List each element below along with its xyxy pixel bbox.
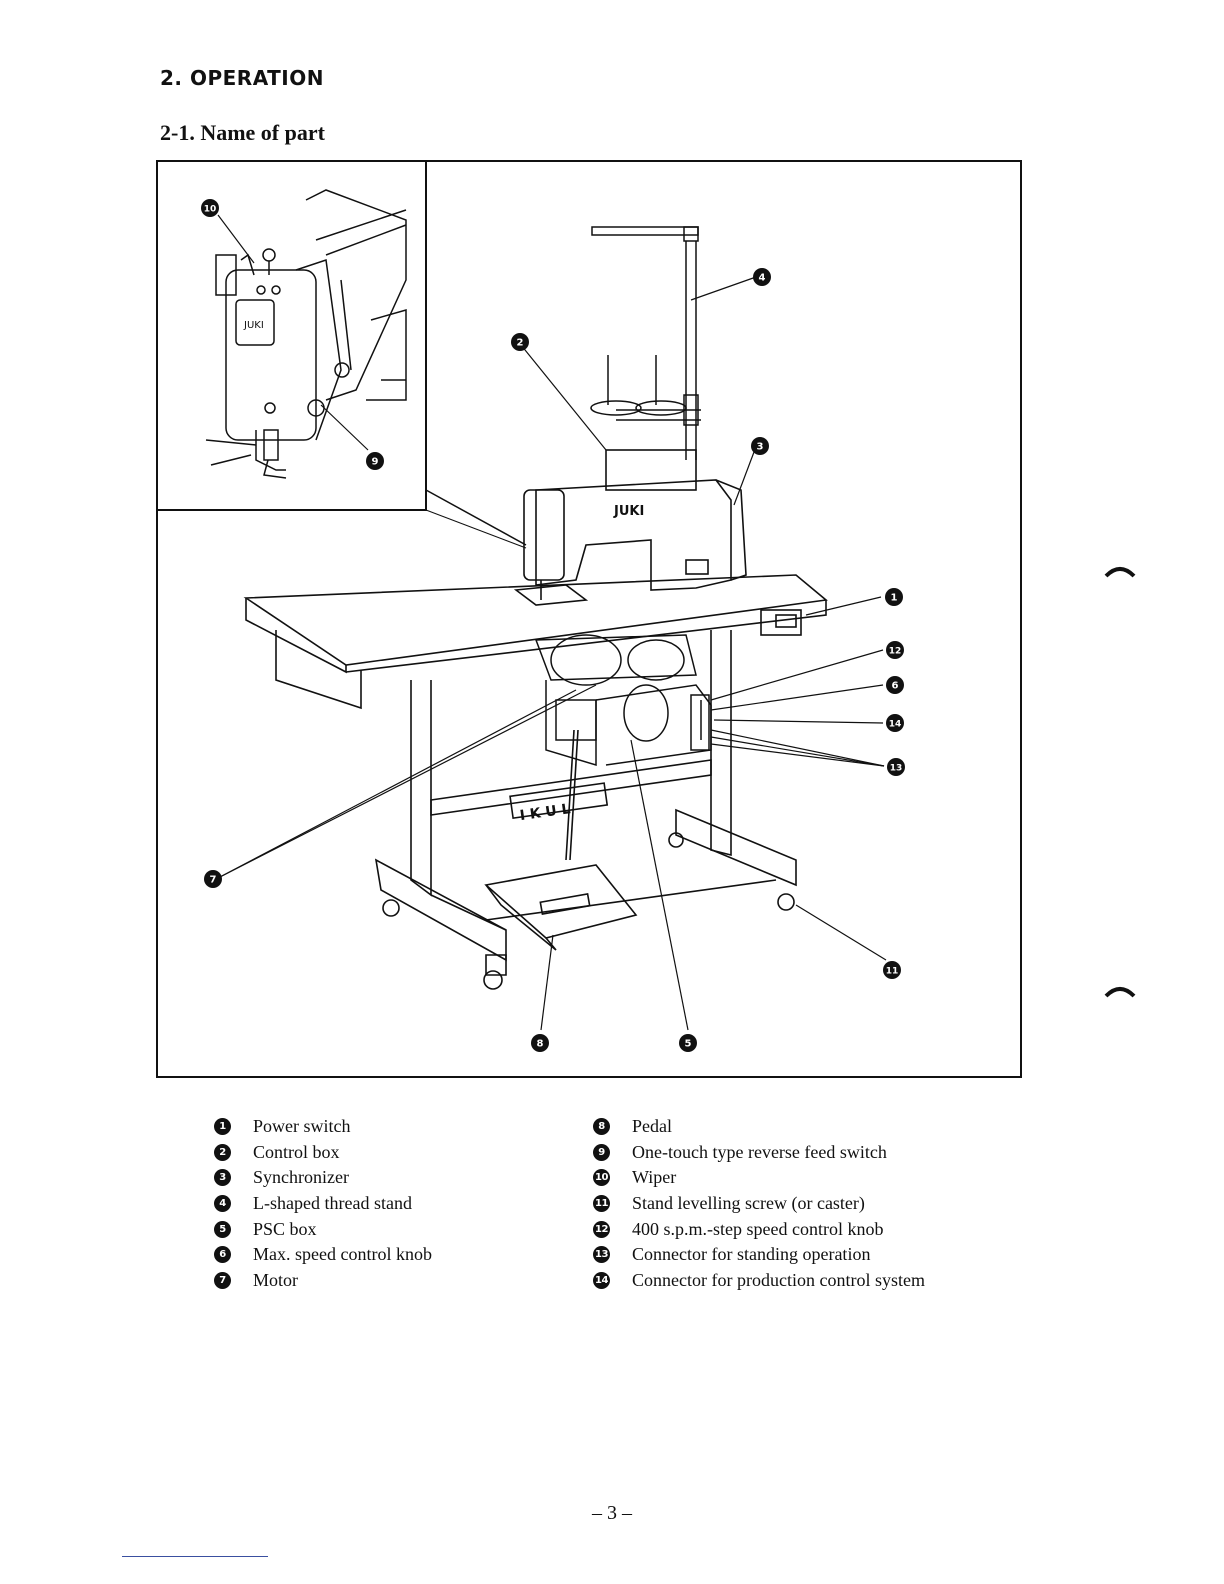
legend-number: 8 — [593, 1118, 610, 1136]
callout-12: 12 — [886, 641, 904, 659]
legend-label: One-touch type reverse feed switch — [632, 1141, 887, 1162]
legend-number: 5 — [214, 1220, 231, 1238]
svg-text:12: 12 — [889, 647, 902, 657]
legend-item: 11 Stand levelling screw (or caster) — [593, 1191, 925, 1217]
legend-item: 2 Control box — [214, 1140, 432, 1166]
legend-item: 7 Motor — [214, 1268, 432, 1294]
svg-text:2: 2 — [517, 338, 524, 349]
legend-number: 1 — [214, 1118, 231, 1136]
svg-text:I K U L: I K U L — [519, 801, 572, 824]
callout-7: 7 — [204, 870, 222, 888]
svg-text:10: 10 — [204, 205, 217, 215]
callout-11: 11 — [883, 961, 901, 979]
callout-9: 9 — [366, 452, 384, 470]
legend-number: 9 — [593, 1143, 610, 1161]
legend-number: 7 — [214, 1271, 231, 1289]
callout-6: 6 — [886, 676, 904, 694]
legend-label: Connector for production control system — [632, 1269, 925, 1290]
inset-pointer — [425, 489, 527, 546]
callout-2: 2 — [511, 333, 529, 351]
svg-text:JUKI: JUKI — [243, 320, 264, 331]
svg-text:5: 5 — [685, 1039, 692, 1050]
stand-frame: I K U L — [374, 630, 797, 990]
callout-markers: 10 9 2 4 3 1 12 6 14 13 7 11 8 5 — [201, 199, 905, 1052]
svg-text:14: 14 — [889, 720, 902, 730]
legend-number: 14 — [593, 1271, 610, 1289]
svg-text:7: 7 — [210, 875, 217, 886]
legend-item: 1 Power switch — [214, 1114, 432, 1140]
callout-13: 13 — [887, 758, 905, 776]
thread-stand — [590, 226, 701, 460]
svg-text:9: 9 — [372, 457, 379, 468]
svg-text:6: 6 — [892, 681, 899, 692]
legend-number: 11 — [593, 1195, 610, 1213]
table — [243, 574, 828, 710]
legend-number: 3 — [214, 1169, 231, 1187]
legend-label: PSC box — [253, 1218, 317, 1239]
legend-label: Stand levelling screw (or caster) — [632, 1193, 865, 1214]
legend-number: 10 — [593, 1169, 610, 1187]
callout-3: 3 — [751, 437, 769, 455]
binding-hole-mark-upper — [1104, 567, 1136, 578]
legend-label: Connector for standing operation — [632, 1244, 871, 1265]
callout-14: 14 — [886, 714, 904, 732]
section-title: 2. OPERATION — [160, 66, 324, 90]
svg-text:11: 11 — [886, 967, 899, 977]
svg-text:3: 3 — [757, 442, 764, 453]
legend-left: 1 Power switch 2 Control box 3 Synchronizer… — [214, 1114, 432, 1293]
legend-right: 8 Pedal 9 One-touch type reverse feed swit… — [593, 1114, 925, 1293]
legend-label: Power switch — [253, 1116, 351, 1137]
legend-label: Synchronizer — [253, 1167, 349, 1188]
legend-item: 9 One-touch type reverse feed switch — [593, 1140, 925, 1166]
svg-text:4: 4 — [759, 273, 766, 284]
legend-item: 5 PSC box — [214, 1216, 432, 1242]
legend-number: 6 — [214, 1246, 231, 1264]
callout-1: 1 — [885, 588, 903, 606]
svg-text:1: 1 — [891, 593, 898, 604]
legend-item: 12 400 s.p.m.-step speed control knob — [593, 1216, 925, 1242]
legend-number: 2 — [214, 1143, 231, 1161]
callout-10: 10 — [201, 199, 219, 217]
legend-label: Motor — [253, 1269, 298, 1290]
callout-8: 8 — [531, 1034, 549, 1052]
figure-frame — [156, 160, 1022, 1078]
inset-machine-head: JUKI — [205, 189, 407, 479]
legend-item: 10 Wiper — [593, 1165, 925, 1191]
legend-label: L-shaped thread stand — [253, 1193, 412, 1214]
callout-leaders — [217, 276, 887, 1031]
legend-label: Wiper — [632, 1167, 677, 1188]
svg-text:8: 8 — [537, 1039, 544, 1050]
legend-item: 3 Synchronizer — [214, 1165, 432, 1191]
binding-hole-mark-lower — [1104, 987, 1136, 998]
legend-item: 13 Connector for standing operation — [593, 1242, 925, 1268]
legend-number: 13 — [593, 1246, 610, 1264]
legend-number: 12 — [593, 1220, 610, 1238]
subsection-title: 2-1. Name of part — [160, 120, 325, 145]
svg-text:JUKI: JUKI — [613, 504, 644, 519]
legend-item: 4 L-shaped thread stand — [214, 1191, 432, 1217]
inset-frame — [157, 161, 427, 511]
legend-number: 4 — [214, 1195, 231, 1213]
legend-item: 6 Max. speed control knob — [214, 1242, 432, 1268]
callout-5: 5 — [679, 1034, 697, 1052]
page-number: – 3 – — [592, 1502, 632, 1524]
motor-assembly — [534, 634, 712, 767]
legend-label: Max. speed control knob — [253, 1244, 432, 1265]
legend-item: 8 Pedal — [593, 1114, 925, 1140]
parts-diagram: JUKI — [156, 160, 1022, 1078]
legend-label: 400 s.p.m.-step speed control knob — [632, 1218, 884, 1239]
footer-rule — [122, 1556, 268, 1557]
legend-item: 14 Connector for production control syste… — [593, 1268, 925, 1294]
svg-text:13: 13 — [890, 764, 903, 774]
callout-4: 4 — [753, 268, 771, 286]
legend-label: Pedal — [632, 1116, 672, 1137]
pedal — [484, 729, 638, 951]
legend-label: Control box — [253, 1141, 340, 1162]
